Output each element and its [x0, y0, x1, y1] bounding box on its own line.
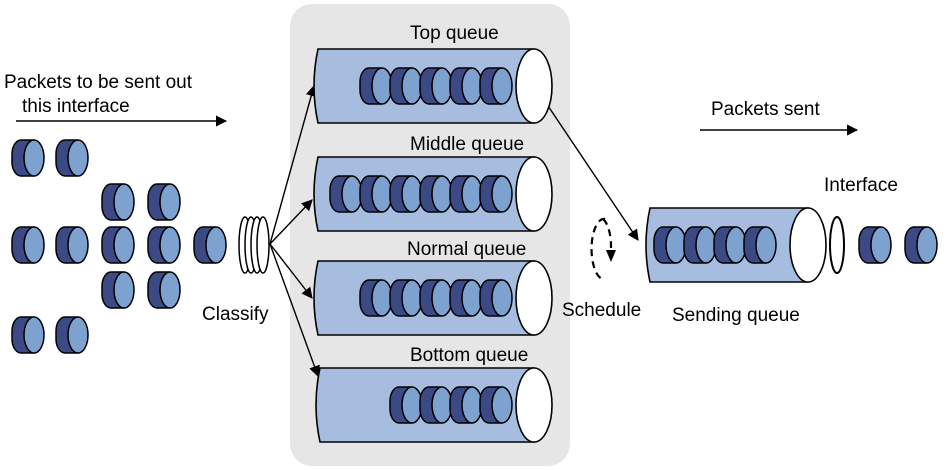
queue-top-packet — [359, 67, 393, 105]
queue-normal-packet — [389, 279, 423, 317]
queue-bottom-packet — [389, 386, 423, 424]
waiting-packet — [101, 271, 135, 309]
classify-arrow-bottom — [269, 243, 320, 378]
schedule-arrow — [535, 87, 639, 241]
queue-normal-packet — [359, 279, 393, 317]
waiting-packet — [193, 226, 227, 264]
queue-top-packet — [449, 67, 483, 105]
classify-arrow-middle — [269, 199, 313, 245]
sending-queue-packet — [653, 226, 687, 264]
waiting-packet — [55, 226, 89, 264]
queue-middle-packet — [419, 175, 453, 213]
queue-label-middle: Middle queue — [410, 134, 524, 155]
queue-top-packet — [479, 67, 513, 105]
waiting-packet — [147, 271, 181, 309]
waiting-packet — [101, 183, 135, 221]
queue-middle-packet — [449, 175, 483, 213]
schedule-icon — [590, 217, 616, 281]
sending-queue — [645, 207, 827, 283]
queue-bottom-packet — [449, 386, 483, 424]
queue-middle-packet — [479, 175, 513, 213]
queue-middle-packet — [359, 175, 393, 213]
interface-label: Interface — [824, 175, 898, 196]
queue-label-top: Top queue — [410, 23, 499, 44]
waiting-packets — [11, 139, 227, 354]
waiting-packet — [101, 226, 135, 264]
classify-label: Classify — [202, 304, 269, 325]
queue-bottom-packet — [479, 386, 513, 424]
incoming-label-line2: this interface — [22, 96, 130, 117]
sending-queue-packet — [713, 226, 747, 264]
waiting-packet — [147, 183, 181, 221]
sent-packet — [904, 226, 938, 264]
queue-top-packet — [389, 67, 423, 105]
arrows-layer — [269, 84, 639, 378]
waiting-packet — [55, 139, 89, 177]
queue-normal-packet — [479, 279, 513, 317]
queue-middle-packet — [329, 175, 363, 213]
queue-label-bottom: Bottom queue — [410, 345, 528, 366]
interface-icon — [829, 216, 845, 274]
queue-bottom-packet — [419, 386, 453, 424]
waiting-packet — [55, 316, 89, 354]
incoming-label-line1: Packets to be sent out — [4, 72, 193, 93]
classifier-icon — [238, 216, 270, 274]
queue-top-packet — [419, 67, 453, 105]
queue-label-normal: Normal queue — [407, 239, 526, 260]
queue-normal-packet — [419, 279, 453, 317]
waiting-packet — [11, 226, 45, 264]
sending-queue-packet — [743, 226, 777, 264]
sent-packets — [858, 226, 938, 264]
waiting-packet — [11, 139, 45, 177]
queues-layer — [313, 48, 553, 443]
sending-queue-label: Sending queue — [672, 305, 800, 326]
packets-sent-label: Packets sent — [711, 99, 820, 120]
queue-middle-packet — [389, 175, 423, 213]
queue-normal-packet — [449, 279, 483, 317]
schedule-label: Schedule — [562, 300, 641, 321]
classify-arrow-top — [269, 84, 317, 245]
classify-arrow-normal — [269, 243, 313, 299]
waiting-packet — [147, 226, 181, 264]
sent-packet — [858, 226, 892, 264]
sending-queue-packet — [683, 226, 717, 264]
waiting-packet — [11, 316, 45, 354]
